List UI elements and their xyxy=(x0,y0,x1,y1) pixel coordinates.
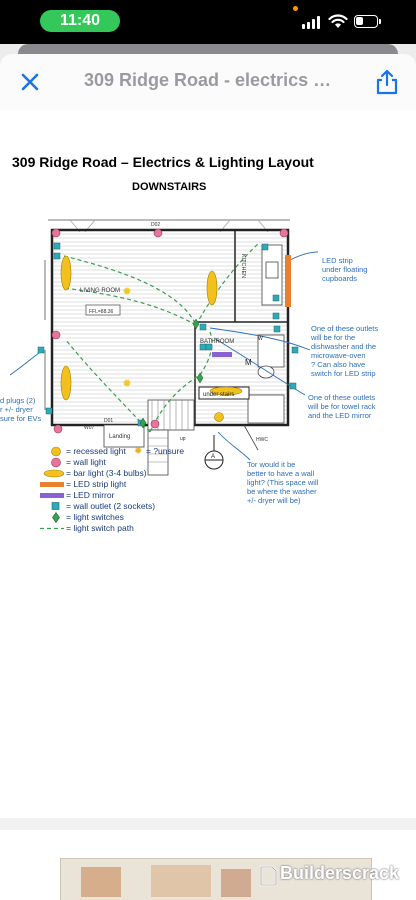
legend-row-wall: = wall light xyxy=(38,457,238,468)
legend-row-path: = light switch path xyxy=(38,523,238,534)
mirror-label-m: M xyxy=(245,358,252,367)
up-label: up xyxy=(180,436,186,442)
legend-row-led-mirror: = LED mirror xyxy=(38,490,238,501)
room-label-living: LIVING ROOM xyxy=(80,288,120,294)
builderscrack-logo-icon xyxy=(259,865,278,887)
wifi-icon xyxy=(328,14,348,28)
share-icon[interactable] xyxy=(374,68,400,96)
note-outlets-dishwasher: One of these outlets will be for the dis… xyxy=(311,324,379,378)
under-stairs-label: under stairs xyxy=(203,392,234,398)
room-label-landing: Landing xyxy=(109,434,130,440)
svg-text:✹: ✹ xyxy=(122,285,131,298)
svg-text:✹: ✹ xyxy=(122,377,131,390)
note-led-strip: LED strip under floating cupboards xyxy=(322,256,368,283)
hwc-label: HWC xyxy=(256,437,268,443)
watermark-text: Builderscrack xyxy=(280,863,400,883)
close-icon[interactable] xyxy=(16,68,44,96)
page-separator xyxy=(0,818,416,830)
legend-row-outlet: = wall outlet (2 sockets) xyxy=(38,501,238,512)
document-title: 309 Ridge Road - electrics + li... xyxy=(84,70,334,90)
led-mirror-icon xyxy=(40,493,64,498)
wall-light-icon xyxy=(51,457,61,468)
window-label-w07: W07 xyxy=(84,425,95,431)
status-bar: 11:40 xyxy=(0,0,416,44)
led-strip-icon xyxy=(40,482,64,487)
light-switch-icon xyxy=(52,512,60,523)
legend-row-switch: = light switches xyxy=(38,512,238,523)
document-viewer[interactable]: 309 Ridge Road – Electrics & Lighting La… xyxy=(0,110,416,900)
privacy-indicator-dot xyxy=(293,6,298,11)
ffl-label: FFL=88.36 xyxy=(89,309,114,315)
battery-icon xyxy=(354,15,381,28)
note-left-cutoff: d plugs (2) r +/- dryer sure for EVs xyxy=(0,396,42,423)
next-page-preview xyxy=(60,858,372,900)
legend-row-bar: = bar light (3-4 bulbs) xyxy=(38,468,238,479)
floor-plan: ✹ ✹ LIVING ROOM KITCHEN BATHROOM La xyxy=(9,219,319,476)
status-time[interactable]: 11:40 xyxy=(40,10,120,32)
room-label-bathroom: BATHROOM xyxy=(200,339,234,345)
door-label-d02: D02 xyxy=(151,222,160,228)
room-label-kitchen: KITCHEN xyxy=(240,254,246,278)
note-wall-light-question: Tor would it be better to have a wall li… xyxy=(247,460,319,505)
section-a-label: A xyxy=(211,454,215,460)
floor-label: DOWNSTAIRS xyxy=(132,181,207,193)
washer-label-w: W xyxy=(258,336,263,342)
cellular-signal-icon xyxy=(302,16,322,29)
switch-path-icon xyxy=(40,527,64,530)
door-label-d01: D01 xyxy=(104,418,113,424)
legend-row-recessed: = recessed light ✹ = ?unsure xyxy=(38,446,238,457)
bar-light-icon xyxy=(43,469,64,478)
wall-outlet-icon xyxy=(51,502,60,510)
note-outlets-towel: One of these outlets will be for towel r… xyxy=(308,393,376,420)
legend-row-led-strip: = LED strip light xyxy=(38,479,238,490)
recessed-light-icon xyxy=(51,446,61,457)
plan-title: 309 Ridge Road – Electrics & Lighting La… xyxy=(12,154,314,170)
document-header: 309 Ridge Road - electrics + li... xyxy=(0,54,416,111)
